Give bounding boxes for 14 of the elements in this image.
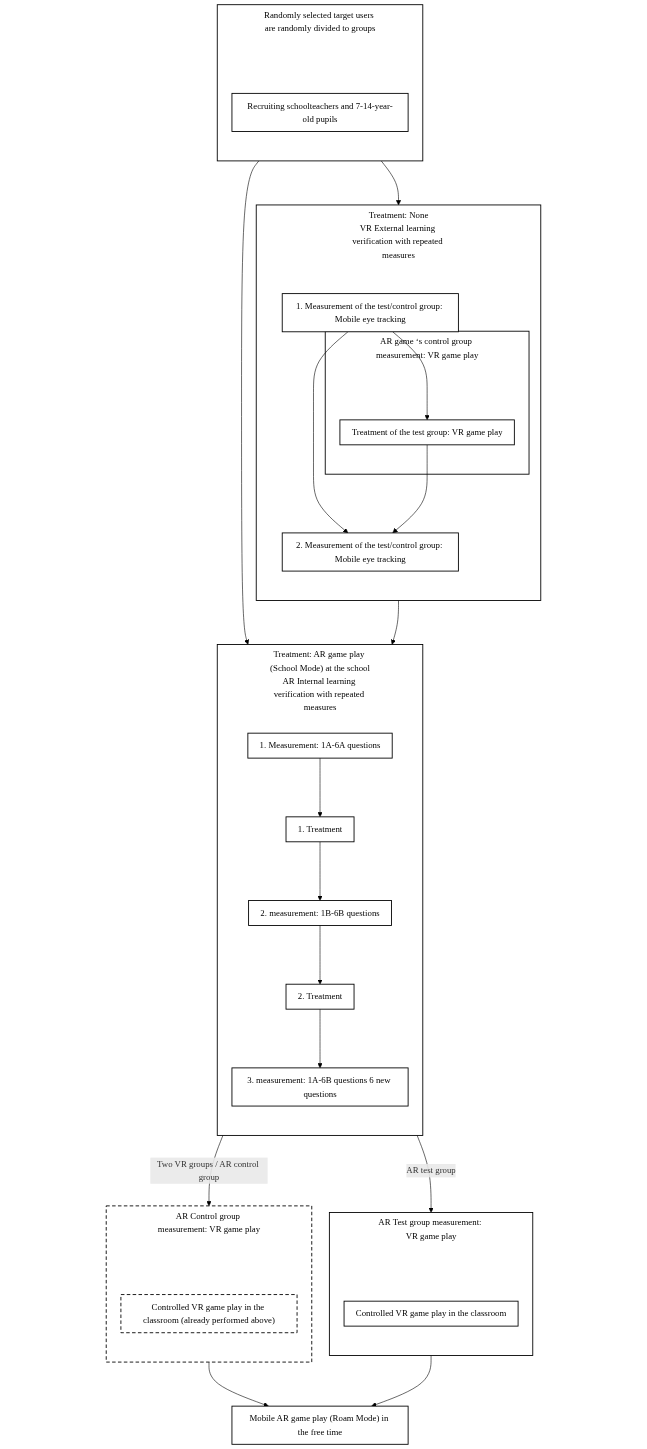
node-box: 2. measurement: 1B-6B questions <box>248 900 392 926</box>
edge-label: Two VR groups / AR control group <box>157 1159 259 1182</box>
node-box: 2. Measurement of the test/control group: Mobile eye tracking <box>281 532 459 572</box>
node-box: Treatment of the test group: VR game play <box>339 419 515 446</box>
node-box: Controlled VR game play in the classroom <box>343 1300 519 1327</box>
node-box: 3. measurement: 1A-6B questions 6 new questions <box>231 1067 409 1107</box>
node-box: Mobile AR game play (Roam Mode) in the free time <box>231 1405 409 1445</box>
node-box: 1. Measurement: 1A-6A questions <box>247 732 393 759</box>
node-box: Recruiting schoolteachers and 7-14-year-old pupils <box>231 92 409 132</box>
node-box: Controlled VR game play in the classroom (already performed above) <box>120 1294 298 1334</box>
node-box: 1. Treatment <box>285 816 355 843</box>
node-box: 2. Treatment <box>285 983 355 1010</box>
edge-label: AR test group <box>406 1165 456 1176</box>
node-box: 1. Measurement of the test/control group: Mobile eye tracking <box>281 293 459 333</box>
